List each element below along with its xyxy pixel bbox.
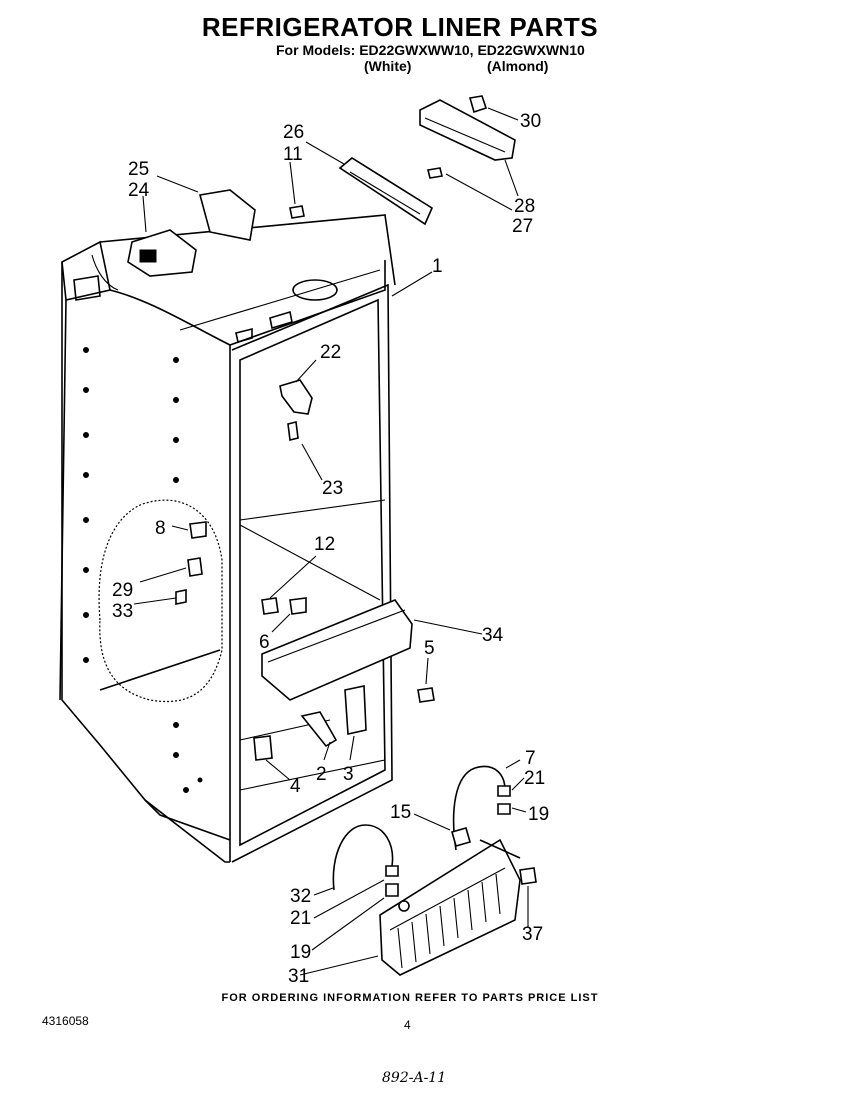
callout-6: 6: [259, 632, 270, 653]
page-title: REFRIGERATOR LINER PARTS: [201, 12, 599, 42]
variant-almond-label: (Almond): [487, 58, 549, 74]
callout-24: 24: [128, 180, 150, 201]
callout-33: 33: [112, 601, 133, 622]
callout-34: 34: [482, 625, 504, 646]
callout-15: 15: [390, 802, 411, 823]
callout-26: 26: [283, 122, 304, 143]
callout-32: 32: [290, 886, 311, 907]
callout-7: 7: [525, 748, 536, 769]
callout-22: 22: [320, 342, 341, 363]
callout-21-lower: 21: [290, 908, 311, 929]
models-line: For Models: ED22GWXWW10, ED22GWXWN10: [276, 42, 585, 58]
callout-labels: 1 2 3 4 5 6 7 8 11 12 15 19 19 21 21 22 …: [112, 111, 549, 987]
callout-12: 12: [314, 534, 335, 555]
callout-21-upper: 21: [524, 768, 545, 789]
callout-2: 2: [316, 764, 327, 785]
callout-28: 28: [514, 196, 535, 217]
callout-11: 11: [283, 144, 303, 165]
callout-30: 30: [520, 111, 541, 132]
page-number: 4: [404, 1018, 411, 1032]
callout-31: 31: [288, 966, 309, 987]
callout-25: 25: [128, 159, 149, 180]
leader-lines: [127, 95, 519, 781]
callout-4: 4: [290, 776, 301, 797]
variant-white-label: (White): [364, 58, 412, 74]
document-number: 4316058: [42, 1014, 89, 1028]
ordering-note: FOR ORDERING INFORMATION REFER TO PARTS …: [221, 992, 599, 1004]
callout-3: 3: [343, 764, 354, 785]
callout-19-upper: 19: [528, 804, 549, 825]
handwritten-note: 892-A-11: [382, 1070, 447, 1086]
callout-5: 5: [424, 638, 435, 659]
liner-cabinet: [59, 214, 396, 863]
water-tank-assembly: [299, 759, 537, 976]
callout-29: 29: [112, 580, 133, 601]
callout-19-lower: 19: [290, 942, 311, 963]
callout-1: 1: [432, 256, 443, 277]
callout-27: 27: [512, 216, 533, 237]
callout-23: 23: [322, 478, 343, 499]
callout-37: 37: [522, 924, 543, 945]
callout-8: 8: [155, 518, 166, 539]
